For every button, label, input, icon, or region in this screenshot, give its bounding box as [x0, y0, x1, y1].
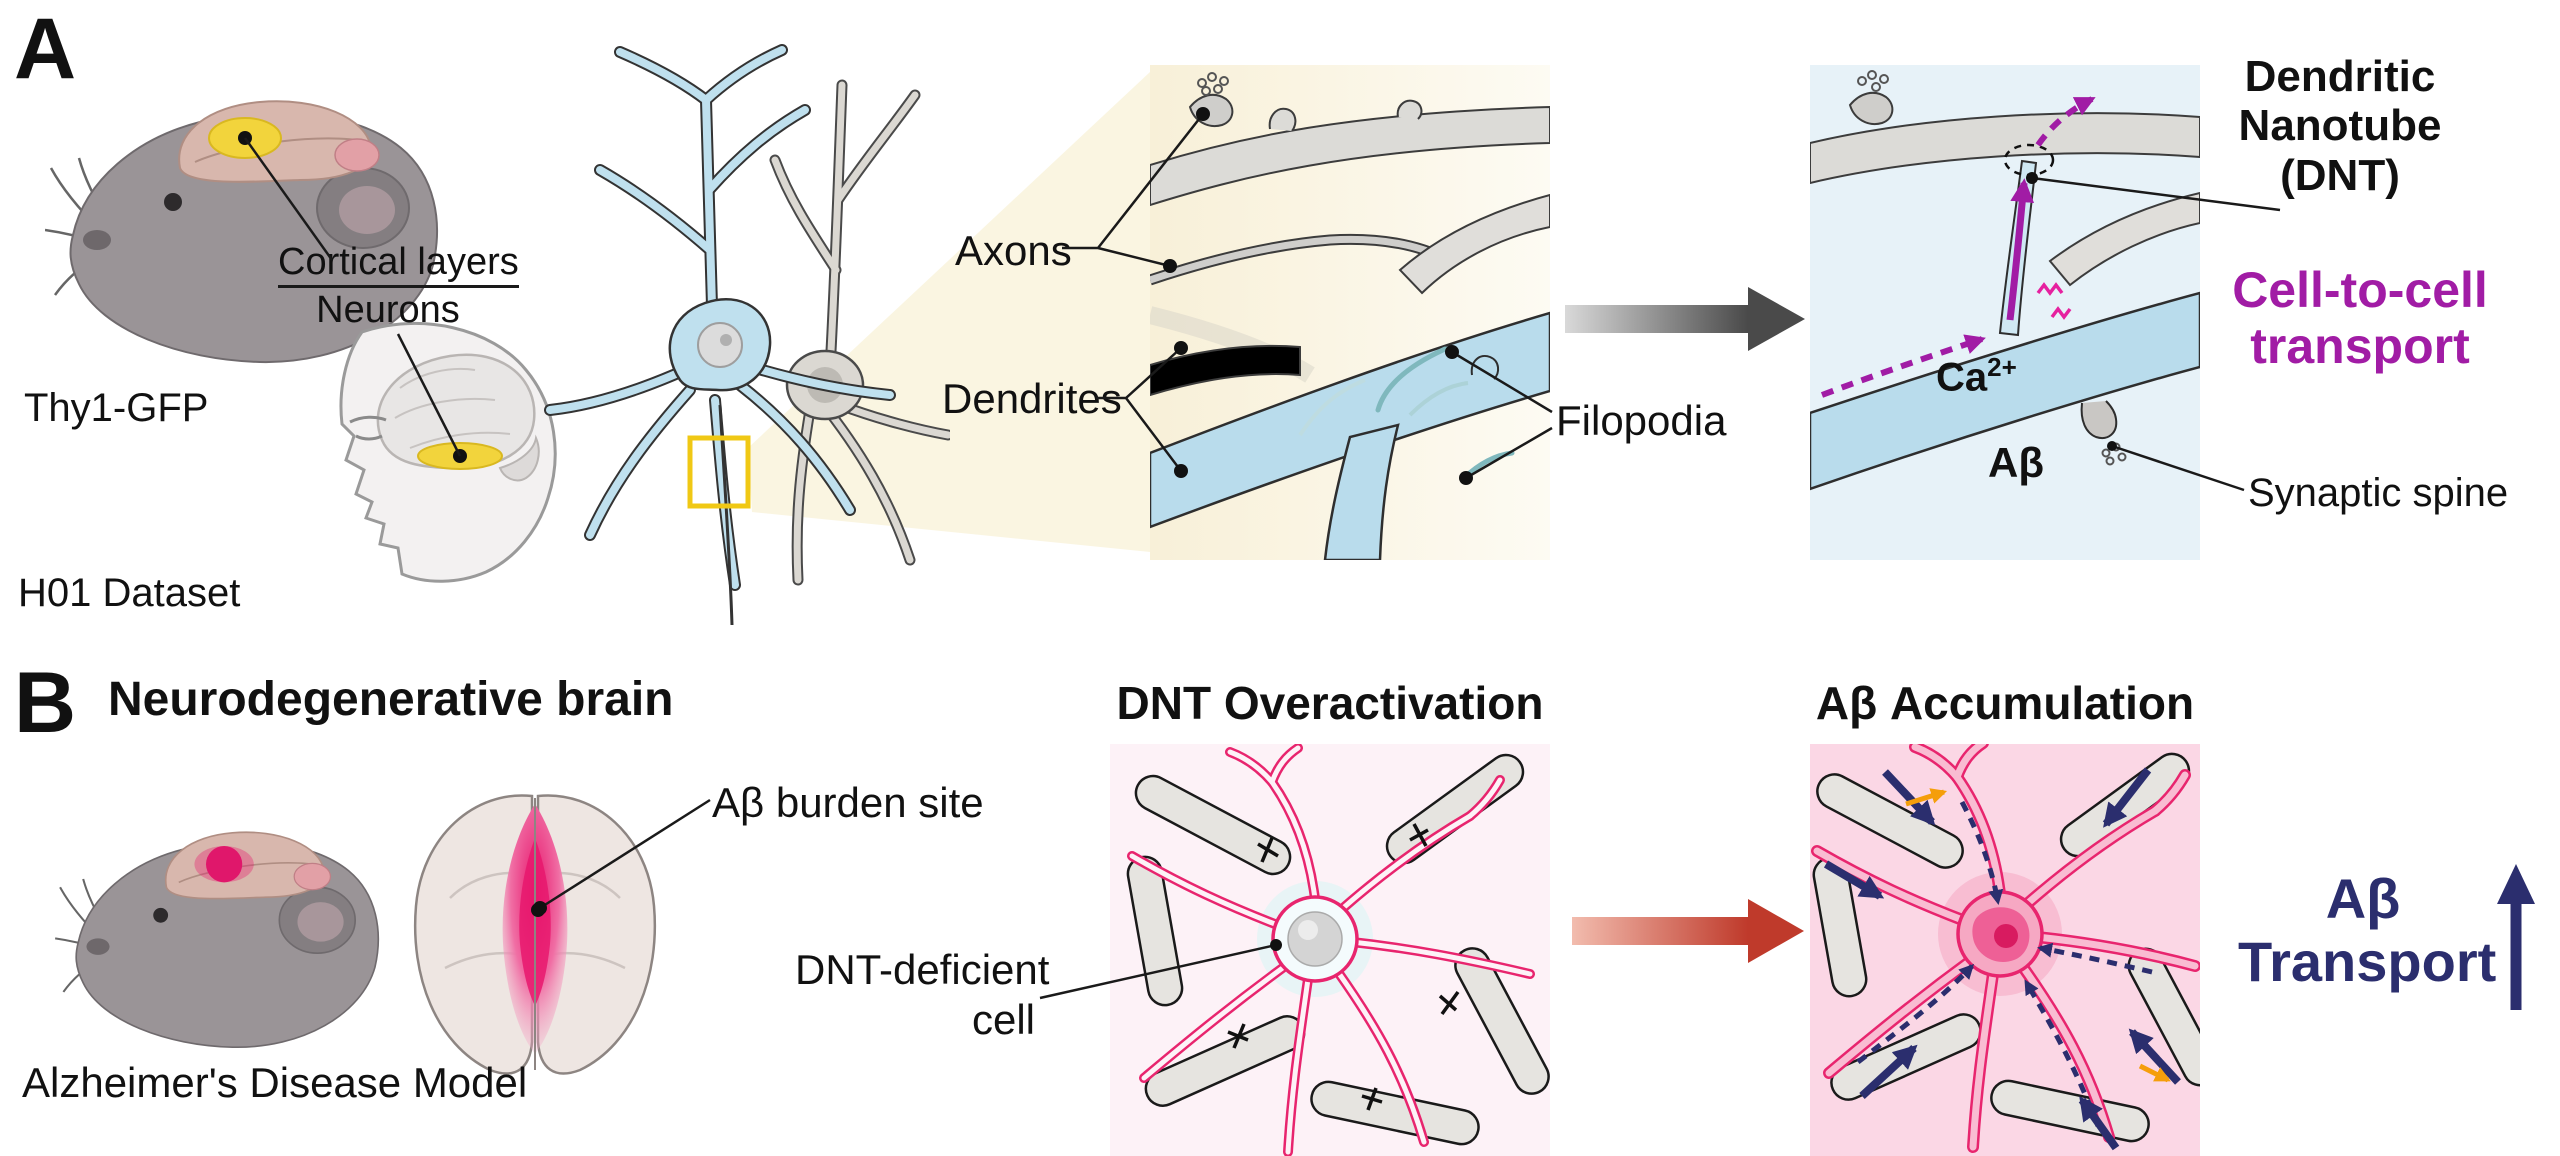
dnt-name-line3: (DNT) [2280, 150, 2400, 200]
cell-to-cell-transport-label: Cell-to-cell transport [2210, 262, 2510, 374]
synapse-marks [1227, 823, 1460, 1111]
dnt-name-line2: Nanotube [2238, 101, 2442, 151]
synapse-zoom-illustration [1150, 65, 1550, 560]
dnt-transport-arrow [2006, 178, 2035, 321]
cell-to-cell-line1: Cell-to-cell [2232, 262, 2488, 318]
abeta-accumulation-title: Aβ Accumulation [1815, 677, 2195, 729]
abeta-squiggle-icon [2036, 282, 2072, 320]
mouse-illustration-b [55, 831, 380, 1048]
filopodia-label: Filopodia [1556, 397, 1727, 444]
dnt-deficient-line2: cell [971, 995, 1035, 1043]
abeta-label: Aβ [1988, 439, 2044, 486]
abeta-burden-site-label: Aβ burden site [712, 779, 984, 826]
cortical-layers-line1: Cortical layers [278, 240, 519, 288]
abeta-transport-line2: Transport [2238, 929, 2497, 993]
dnt-deficient-line1: DNT-deficient [795, 946, 1050, 993]
filopodium-1 [1375, 346, 1448, 413]
abeta-accumulation-illustration [1810, 744, 2200, 1156]
up-arrow-icon [2497, 864, 2535, 1010]
abeta-transport-line1: Aβ [2325, 867, 2401, 930]
cortical-layers-label: Cortical layers Neurons [278, 240, 519, 333]
thy1-gfp-label: Thy1-GFP [24, 386, 209, 430]
h01-dataset-label: H01 Dataset [18, 571, 241, 615]
dnt-name-line1: Dendritic [2244, 52, 2436, 101]
abeta-burden-highlight [205, 846, 243, 883]
orange-arrows [1905, 788, 2171, 1083]
panel-b-letter: B [14, 655, 77, 751]
cell-to-cell-line2: transport [2250, 318, 2470, 374]
dnt-name-label: Dendritic Nanotube (DNT) [2205, 52, 2475, 200]
abeta-transport-label: Aβ Transport [2238, 867, 2497, 993]
cortical-layers-line2: Neurons [316, 288, 460, 331]
gray-neuron [769, 79, 950, 586]
closed-eye [355, 434, 383, 441]
synaptic-spine-shape [2080, 400, 2118, 439]
synaptic-spine-label: Synaptic spine [2248, 471, 2509, 515]
panel-a-letter: A [14, 1, 77, 97]
neurodegenerative-brain-title: Neurodegenerative brain [108, 673, 674, 726]
gray-transition-arrow-icon [1565, 287, 1805, 351]
red-transition-arrow-icon [1572, 899, 1804, 963]
coronal-brain-illustration [413, 794, 657, 1075]
calcium-label: Ca2+ [1936, 352, 2017, 400]
dnt-deficient-cell-label: DNT-deficient cell [795, 945, 1050, 1044]
alzheimers-model-label: Alzheimer's Disease Model [22, 1059, 528, 1106]
dnt-overactivation-illustration [1110, 744, 1550, 1156]
axons-label: Axons [955, 227, 1072, 274]
neuron-pair-illustration [544, 44, 950, 625]
dnt-overactivation-title: DNT Overactivation [1116, 677, 1544, 729]
dendrites-label: Dendrites [942, 375, 1122, 422]
